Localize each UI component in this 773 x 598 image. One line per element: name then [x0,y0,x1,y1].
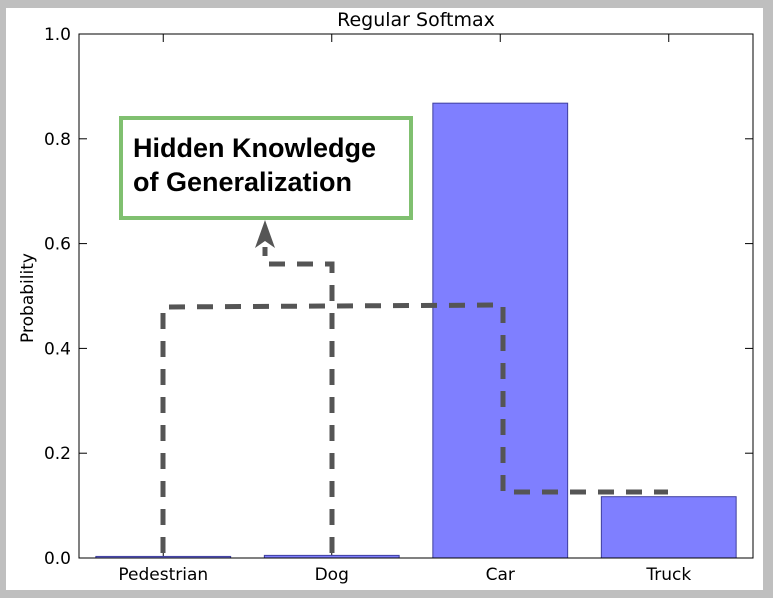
bar-car [432,102,569,559]
arrow-up-icon [255,220,275,248]
y-tick-label: 0.8 [44,130,71,150]
callout-text-line-2: of Generalization [133,167,352,197]
y-tick-label: 1.0 [44,25,71,45]
x-tick-label: Dog [315,565,349,585]
bars-layer [95,102,737,559]
x-tick-label: Pedestrian [118,565,208,585]
callout-box [119,116,413,220]
bar-truck [600,496,737,559]
axes-frame [78,33,754,559]
chart-title: Regular Softmax [337,9,495,31]
y-tick-label: 0.0 [44,549,71,569]
x-tick-label: Car [486,565,515,585]
dog-connector [262,247,335,553]
dashed-connectors [160,247,668,553]
y-tick-label: 0.6 [44,235,71,255]
y-tick-label: 0.4 [44,339,71,359]
x-tick-label: Truck [645,565,691,585]
y-tick-label: 0.2 [44,444,71,464]
y-axis-label: Probability [18,253,38,343]
callout-text-line-1: Hidden Knowledge [133,133,376,163]
